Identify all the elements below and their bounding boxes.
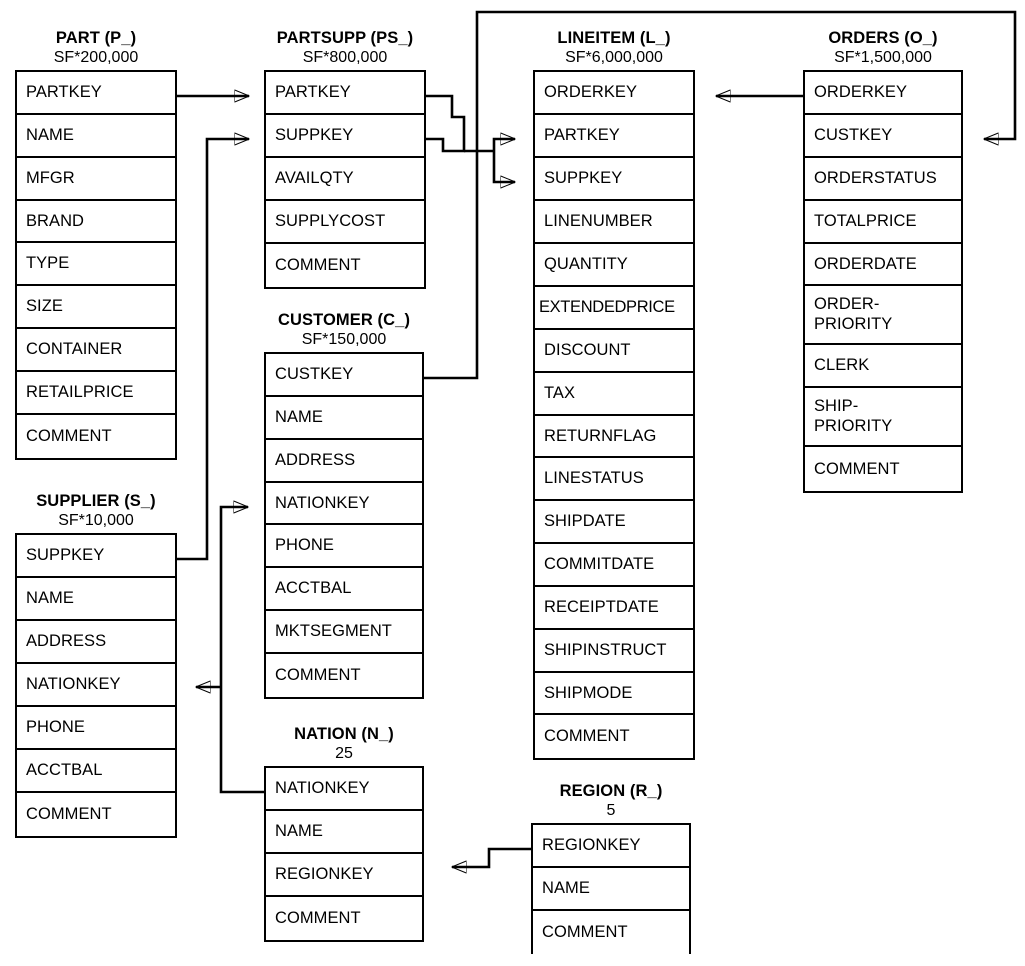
field-customer-phone[interactable]: PHONE <box>266 525 422 568</box>
field-part-retailprice[interactable]: RETAILPRICE <box>17 372 175 415</box>
field-partsupp-partkey[interactable]: PARTKEY <box>266 72 424 115</box>
entity-region-fields: REGIONKEY NAME COMMENT <box>531 823 691 954</box>
field-orders-orderstatus[interactable]: ORDERSTATUS <box>805 158 961 201</box>
field-supplier-name[interactable]: NAME <box>17 578 175 621</box>
wire-nation-nationkey-to-customer-nationkey <box>219 507 264 794</box>
field-lineitem-extendedprice[interactable]: EXTENDEDPRICE <box>535 287 693 330</box>
entity-supplier-cardinality: SF*10,000 <box>58 512 134 529</box>
field-customer-name[interactable]: NAME <box>266 397 422 440</box>
field-lineitem-shipmode[interactable]: SHIPMODE <box>535 673 693 715</box>
field-supplier-nationkey[interactable]: NATIONKEY <box>17 664 175 707</box>
field-supplier-comment[interactable]: COMMENT <box>26 805 112 824</box>
entity-customer-cardinality: SF*150,000 <box>301 331 387 348</box>
entity-supplier-fields: SUPPKEY NAME ADDRESS NATIONKEY PHONE ACC… <box>15 533 177 838</box>
field-part-size[interactable]: SIZE <box>17 286 175 329</box>
field-lineitem-partkey[interactable]: PARTKEY <box>535 115 693 158</box>
field-supplier-phone[interactable]: PHONE <box>17 707 175 750</box>
field-part-mfgr[interactable]: MFGR <box>17 158 175 201</box>
entity-orders-cardinality: SF*1,500,000 <box>834 49 932 66</box>
field-supplier-suppkey[interactable]: SUPPKEY <box>17 535 175 578</box>
field-customer-address[interactable]: ADDRESS <box>266 440 422 483</box>
wire-region-regionkey-to-nation-regionkey <box>452 847 531 867</box>
field-partsupp-comment[interactable]: COMMENT <box>275 256 361 275</box>
field-customer-nationkey[interactable]: NATIONKEY <box>266 483 422 525</box>
entity-partsupp-cardinality: SF*800,000 <box>302 49 388 66</box>
wire-partsupp-partkey-to-lineitem-partkey <box>492 139 515 151</box>
field-customer-acctbal[interactable]: ACCTBAL <box>266 568 422 611</box>
field-orders-orderdate[interactable]: ORDERDATE <box>805 244 961 286</box>
field-partsupp-supplycost[interactable]: SUPPLYCOST <box>266 201 424 244</box>
entity-lineitem: LINEITEM (L_) SF*6,000,000 ORDERKEY PART… <box>533 29 695 760</box>
field-partsupp-availqty[interactable]: AVAILQTY <box>266 158 424 201</box>
entity-lineitem-cardinality: SF*6,000,000 <box>565 49 663 66</box>
field-customer-custkey[interactable]: CUSTKEY <box>266 354 422 397</box>
field-supplier-address[interactable]: ADDRESS <box>17 621 175 664</box>
field-region-regionkey[interactable]: REGIONKEY <box>533 825 689 868</box>
entity-orders-title: ORDERS (O_) <box>828 29 938 47</box>
field-lineitem-commitdate[interactable]: COMMITDATE <box>535 544 693 587</box>
field-orders-totalprice[interactable]: TOTALPRICE <box>805 201 961 244</box>
entity-customer: CUSTOMER (C_) SF*150,000 CUSTKEY NAME AD… <box>264 311 424 699</box>
entity-region-cardinality: 5 <box>606 802 616 819</box>
entity-customer-fields: CUSTKEY NAME ADDRESS NATIONKEY PHONE ACC… <box>264 352 424 699</box>
field-part-type[interactable]: TYPE <box>17 243 175 286</box>
field-partsupp-suppkey[interactable]: SUPPKEY <box>266 115 424 158</box>
field-lineitem-returnflag[interactable]: RETURNFLAG <box>535 416 693 458</box>
entity-orders-fields: ORDERKEY CUSTKEY ORDERSTATUS TOTALPRICE … <box>803 70 963 493</box>
wire-supplier-suppkey-to-partsupp-suppkey <box>177 139 249 561</box>
entity-partsupp-fields: PARTKEY SUPPKEY AVAILQTY SUPPLYCOST COMM… <box>264 70 426 289</box>
entity-region: REGION (R_) 5 REGIONKEY NAME COMMENT <box>531 782 691 954</box>
entity-nation-title: NATION (N_) <box>294 725 394 743</box>
field-lineitem-linestatus[interactable]: LINESTATUS <box>535 458 693 501</box>
entity-nation-cardinality: 25 <box>335 745 353 762</box>
entity-supplier-title: SUPPLIER (S_) <box>36 492 156 510</box>
field-orders-clerk[interactable]: CLERK <box>805 345 961 388</box>
field-lineitem-shipinstruct[interactable]: SHIPINSTRUCT <box>535 630 693 673</box>
field-lineitem-suppkey[interactable]: SUPPKEY <box>535 158 693 201</box>
field-customer-comment[interactable]: COMMENT <box>275 666 361 685</box>
field-nation-comment[interactable]: COMMENT <box>275 909 361 928</box>
entity-customer-title: CUSTOMER (C_) <box>277 311 411 329</box>
field-part-container[interactable]: CONTAINER <box>17 329 175 372</box>
entity-part-fields: PARTKEY NAME MFGR BRAND TYPE SIZE CONTAI… <box>15 70 177 460</box>
field-supplier-acctbal[interactable]: ACCTBAL <box>17 750 175 793</box>
field-part-name[interactable]: NAME <box>17 115 175 158</box>
entity-part-title: PART (P_) <box>55 29 137 47</box>
field-lineitem-comment[interactable]: COMMENT <box>544 727 630 746</box>
field-part-comment[interactable]: COMMENT <box>26 427 112 446</box>
field-orders-orderkey[interactable]: ORDERKEY <box>805 72 961 115</box>
entity-lineitem-title: LINEITEM (L_) <box>557 29 671 47</box>
field-nation-name[interactable]: NAME <box>266 811 422 854</box>
entity-nation: NATION (N_) 25 NATIONKEY NAME REGIONKEY … <box>264 725 424 942</box>
field-lineitem-quantity[interactable]: QUANTITY <box>535 244 693 287</box>
field-customer-mktsegment[interactable]: MKTSEGMENT <box>266 611 422 654</box>
entity-region-title: REGION (R_) <box>559 782 663 800</box>
field-region-name[interactable]: NAME <box>533 868 689 911</box>
field-orders-comment[interactable]: COMMENT <box>814 459 900 478</box>
entity-partsupp-title: PARTSUPP (PS_) <box>276 29 414 47</box>
field-lineitem-orderkey[interactable]: ORDERKEY <box>535 72 693 115</box>
field-lineitem-shipdate[interactable]: SHIPDATE <box>535 501 693 544</box>
entity-orders: ORDERS (O_) SF*1,500,000 ORDERKEY CUSTKE… <box>803 29 963 493</box>
field-nation-nationkey[interactable]: NATIONKEY <box>266 768 422 811</box>
field-part-brand[interactable]: BRAND <box>17 201 175 243</box>
entity-part-cardinality: SF*200,000 <box>53 49 139 66</box>
field-part-partkey[interactable]: PARTKEY <box>17 72 175 115</box>
field-lineitem-tax[interactable]: TAX <box>535 373 693 416</box>
wire-partsupp-keys-merge <box>426 94 466 153</box>
field-lineitem-receiptdate[interactable]: RECEIPTDATE <box>535 587 693 630</box>
entity-supplier: SUPPLIER (S_) SF*10,000 SUPPKEY NAME ADD… <box>15 492 177 838</box>
field-orders-custkey[interactable]: CUSTKEY <box>805 115 961 158</box>
field-nation-regionkey[interactable]: REGIONKEY <box>266 854 422 897</box>
wire-partsupp-suppkey-to-lineitem-suppkey <box>492 151 515 182</box>
entity-lineitem-fields: ORDERKEY PARTKEY SUPPKEY LINENUMBER QUAN… <box>533 70 695 760</box>
field-orders-orderpriority[interactable]: ORDER- PRIORITY <box>805 286 961 345</box>
entity-nation-fields: NATIONKEY NAME REGIONKEY COMMENT <box>264 766 424 942</box>
field-lineitem-discount[interactable]: DISCOUNT <box>535 330 693 373</box>
field-region-comment[interactable]: COMMENT <box>542 923 628 942</box>
field-lineitem-linenumber[interactable]: LINENUMBER <box>535 201 693 244</box>
entity-partsupp: PARTSUPP (PS_) SF*800,000 PARTKEY SUPPKE… <box>264 29 426 289</box>
entity-part: PART (P_) SF*200,000 PARTKEY NAME MFGR B… <box>15 29 177 460</box>
field-orders-shippriority[interactable]: SHIP- PRIORITY <box>805 388 961 447</box>
